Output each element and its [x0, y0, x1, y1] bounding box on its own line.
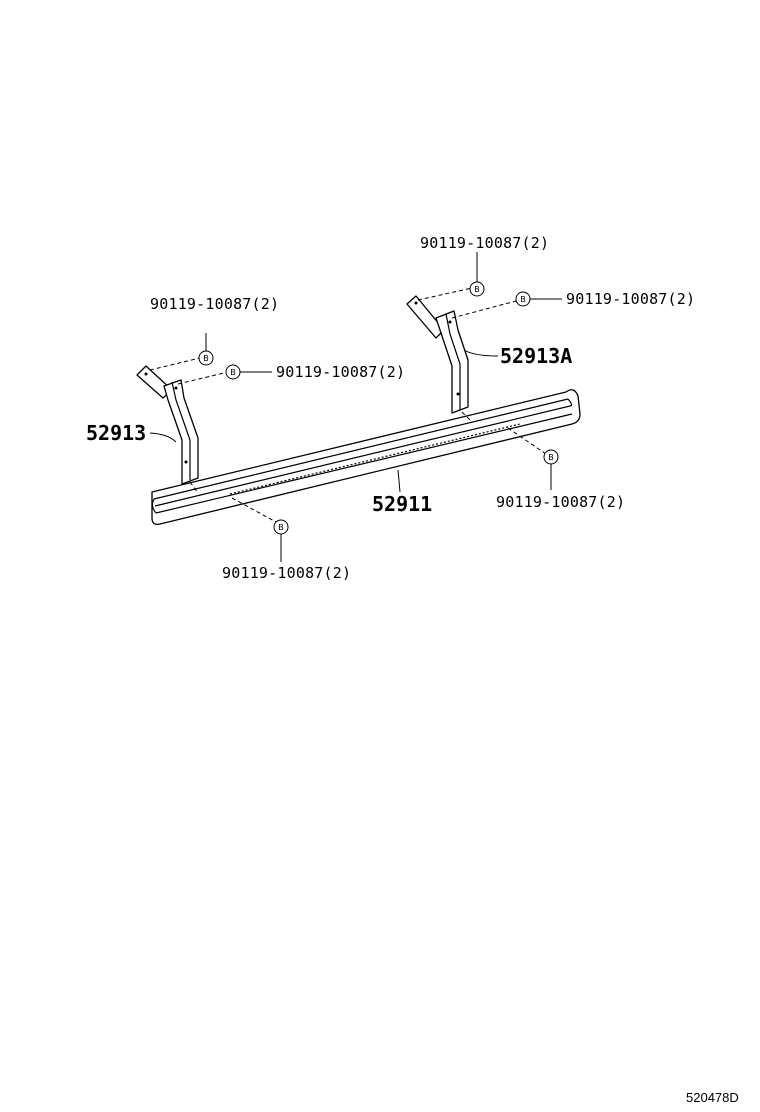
svg-text:B: B: [474, 285, 480, 294]
svg-text:B: B: [203, 354, 209, 363]
label-bolt-top-left-upper: 90119-10087(2): [150, 295, 280, 313]
leader-bracket-left: [149, 432, 177, 443]
fastener-line-bar-left: [231, 497, 277, 523]
fastener-line-right-upper: [417, 287, 473, 301]
label-bolt-bottom-right: 90119-10087(2): [496, 493, 626, 511]
label-bolt-top-left-side: 90119-10087(2): [276, 363, 406, 381]
bolt-symbol-left-side: B: [225, 364, 241, 380]
bolt-symbol-right-side: B: [515, 291, 531, 307]
label-step-bar: 52911: [372, 492, 433, 516]
bolt-symbol-bar-left: B: [273, 519, 289, 535]
svg-text:B: B: [230, 368, 236, 377]
leader-step-bar: [397, 469, 401, 493]
bolt-symbol-bar-right: B: [543, 449, 559, 465]
figure-code: 520478D: [686, 1090, 739, 1105]
label-bolt-bottom-left: 90119-10087(2): [222, 564, 352, 582]
bracket-right-52913a: [406, 295, 471, 421]
bolt-symbol-left-upper: B: [198, 350, 214, 366]
bolt-symbol-right-upper: B: [469, 281, 485, 297]
bracket-left-52913: [136, 365, 199, 494]
svg-text:B: B: [520, 295, 526, 304]
svg-text:B: B: [278, 523, 284, 532]
step-bar-52911: [151, 389, 581, 526]
label-bracket-left: 52913: [86, 421, 147, 445]
label-bolt-top-right-side: 90119-10087(2): [566, 290, 696, 308]
label-bolt-top-right-upper: 90119-10087(2): [420, 234, 550, 252]
fastener-line-bar-right: [507, 427, 547, 455]
leader-bracket-right: [463, 349, 499, 357]
fastener-line-left-upper: [149, 357, 201, 371]
fastener-line-left-side: [177, 371, 229, 385]
fastener-line-right-side: [451, 300, 517, 319]
label-bracket-right: 52913A: [500, 344, 573, 368]
svg-text:B: B: [548, 453, 554, 462]
